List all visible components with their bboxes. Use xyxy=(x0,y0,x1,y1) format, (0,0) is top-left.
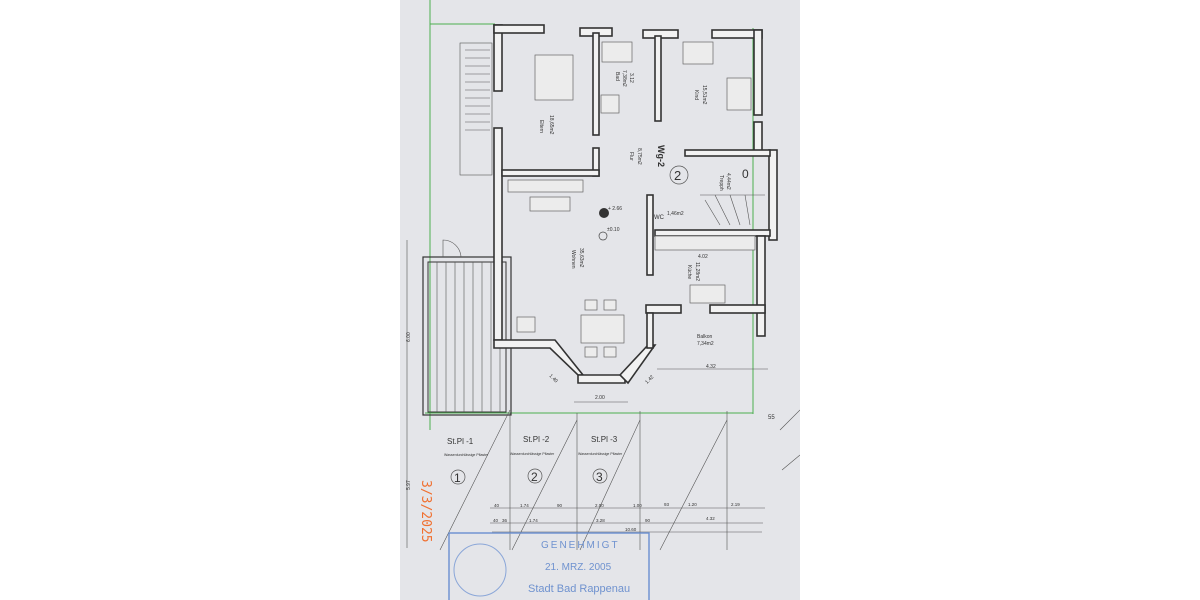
svg-text:1.74: 1.74 xyxy=(520,503,529,508)
svg-text:3.28: 3.28 xyxy=(596,518,605,523)
room-flur: Flur xyxy=(628,152,634,161)
dim-bay-left: 1.40 xyxy=(548,373,559,384)
wardrobe xyxy=(507,179,584,193)
dimension-row-1: 40 1.74 90 2.00 1.00 93 1.20 2.19 xyxy=(494,502,740,508)
svg-text:2: 2 xyxy=(531,470,538,484)
dim-bay: 2.00 xyxy=(595,395,605,401)
parking-space-3: St.Pl -3 Wasserdurchlässige Pflaster 3 xyxy=(578,435,623,484)
room-kueche-area: 11,28m2 xyxy=(694,262,700,281)
child-bed xyxy=(682,41,714,65)
room-balkon: Balkon xyxy=(697,334,713,340)
unit-label: Wg-2 xyxy=(656,145,666,167)
kitchen-table xyxy=(689,284,726,304)
svg-text:2.00: 2.00 xyxy=(595,503,604,508)
room-balkon-area: 7,34m2 xyxy=(697,341,714,347)
armchair xyxy=(516,316,536,333)
dim-kitchen: 4.02 xyxy=(698,254,708,260)
svg-text:St.Pl -2: St.Pl -2 xyxy=(523,435,550,444)
approval-stamp: GENEHMIGT 21. MRZ. 2005 Stadt Bad Rappen… xyxy=(448,532,650,600)
svg-text:40: 40 xyxy=(493,518,499,523)
bathtub xyxy=(601,41,633,63)
svg-text:40: 40 xyxy=(494,503,500,508)
svg-text:1.74: 1.74 xyxy=(529,518,538,523)
parking-space-2: St.Pl -2 Wasserdurchlässige Pflaster 2 xyxy=(510,435,555,484)
dim-side: 5.97 xyxy=(406,480,412,490)
svg-text:1.00: 1.00 xyxy=(633,503,642,508)
dim-terrace: 6.00 xyxy=(406,332,412,342)
svg-text:Wasserdurchlässige Pflaster: Wasserdurchlässige Pflaster xyxy=(444,453,489,457)
svg-text:90: 90 xyxy=(557,503,563,508)
room-wc: WC xyxy=(654,215,665,221)
svg-text:Stadt Bad Rappenau: Stadt Bad Rappenau xyxy=(528,583,630,595)
room-wc-area: 1,46m2 xyxy=(667,211,684,217)
svg-text:36: 36 xyxy=(502,518,508,523)
room-eltern: Eltern xyxy=(538,120,544,133)
room-wohnen: Wohnen xyxy=(570,250,576,269)
svg-text:St.Pl -1: St.Pl -1 xyxy=(447,437,474,446)
dim-bay-right: 1.42 xyxy=(644,374,655,385)
svg-text:21. MRZ. 2005: 21. MRZ. 2005 xyxy=(545,562,612,573)
staircase xyxy=(700,194,765,226)
furniture xyxy=(507,41,765,358)
svg-text:1: 1 xyxy=(454,471,461,485)
svg-text:St.Pl -3: St.Pl -3 xyxy=(591,435,618,444)
exterior-stair xyxy=(459,42,493,176)
svg-text:93: 93 xyxy=(664,502,670,507)
dim-balkon: 4.32 xyxy=(706,364,716,370)
terrace xyxy=(422,239,512,416)
room-kind: Kind xyxy=(693,90,699,100)
kitchen-counter xyxy=(654,235,756,251)
level-bottom: ±0.10 xyxy=(607,227,620,233)
stair-mark: 0 xyxy=(742,167,749,181)
floor-plan-sheet: Eltern 18,65m2 Bad 7,38m2 3.12 Kind 15,5… xyxy=(400,0,800,600)
svg-text:90: 90 xyxy=(645,518,651,523)
svg-text:4.32: 4.32 xyxy=(706,516,715,521)
photo-date-stamp: 3/3/2025 xyxy=(418,480,433,543)
walls xyxy=(493,24,778,385)
svg-text:Wasserdurchlässige Pflaster: Wasserdurchlässige Pflaster xyxy=(510,452,555,456)
svg-text:Wasserdurchlässige Pflaster: Wasserdurchlässige Pflaster xyxy=(578,452,623,456)
shower xyxy=(600,94,620,114)
svg-text:3: 3 xyxy=(596,470,603,484)
svg-text:GENEHMIGT: GENEHMIGT xyxy=(541,540,620,551)
room-bad-area: 7,38m2 xyxy=(621,70,627,87)
dim-total: 10.60 xyxy=(625,527,637,532)
room-bad-extra: 3.12 xyxy=(628,73,634,83)
dim-corner: 55 xyxy=(768,415,775,421)
svg-text:2.19: 2.19 xyxy=(731,502,740,507)
room-kind-area: 15,51m2 xyxy=(701,85,707,105)
dining-table xyxy=(580,314,625,344)
property-boundary xyxy=(425,0,754,430)
room-eltern-area: 18,65m2 xyxy=(548,115,554,135)
room-treppe-area: 4,44m2 xyxy=(725,173,731,190)
room-kueche: Küche xyxy=(686,265,692,279)
unit-number: 2 xyxy=(674,168,681,183)
dimension-row-2: 40 36 1.74 3.28 90 4.32 xyxy=(493,516,715,523)
level-top: + 2.66 xyxy=(608,206,622,212)
room-wohnen-area: 35,63m2 xyxy=(578,248,584,268)
svg-text:1.20: 1.20 xyxy=(688,502,697,507)
room-treppe: Trepph xyxy=(718,175,724,191)
sofa xyxy=(529,196,571,212)
room-flur-area: 8,75m2 xyxy=(636,148,642,165)
room-bad: Bad xyxy=(614,72,620,81)
double-bed xyxy=(534,54,574,101)
desk xyxy=(726,77,752,111)
floor-plan: Eltern 18,65m2 Bad 7,38m2 3.12 Kind 15,5… xyxy=(406,0,800,600)
parking-space-1: St.Pl -1 Wasserdurchlässige Pflaster 1 xyxy=(444,437,489,485)
